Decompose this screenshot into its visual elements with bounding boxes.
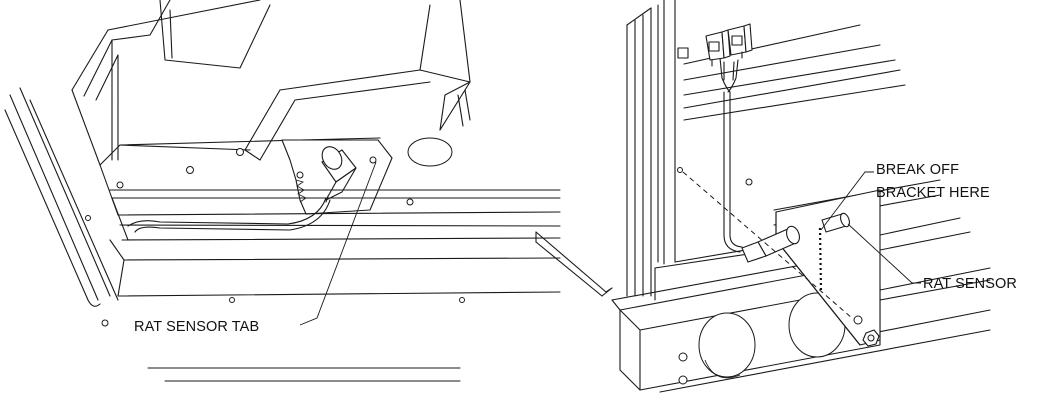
left-view-base-lines [147,367,461,382]
rat-sensor-left [321,146,377,203]
callout-rat-sensor-tab: RAT SENSOR TAB [134,161,377,335]
callout-break-off-bracket: BREAK OFF BRACKET HERE [820,162,990,231]
left-view-unit-interior [4,0,561,327]
callout-rat-sensor-tab-label: RAT SENSOR TAB [134,319,259,335]
callout-break-line1-label: BREAK OFF [876,162,959,178]
right-view-unit-corner [535,0,991,393]
callout-break-line2-label: BRACKET HERE [876,185,990,201]
rat-sensor-right [741,212,851,263]
callout-rat-sensor: RAT SENSOR [847,223,1017,292]
connector-plugs [705,23,753,67]
callout-rat-sensor-label: RAT SENSOR [923,276,1017,292]
